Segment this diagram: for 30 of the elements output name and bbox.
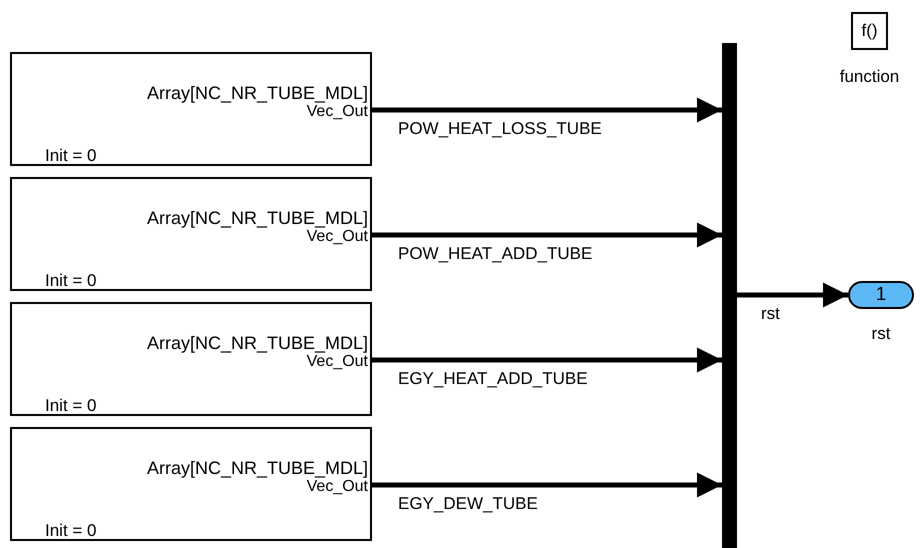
port-label: Vec_Out bbox=[306, 104, 368, 120]
subsystem-block bbox=[10, 302, 372, 416]
parameter-label: Init = 0 bbox=[45, 397, 97, 414]
signal-arrow bbox=[372, 98, 722, 122]
parameter-label: Init = 0 bbox=[45, 272, 97, 289]
signal-arrow bbox=[372, 348, 722, 372]
subsystem-block bbox=[10, 177, 372, 291]
edge-label: POW_HEAT_LOSS_TUBE bbox=[398, 120, 602, 137]
block-label: Array[NC_NR_TUBE_MDL] bbox=[146, 334, 368, 352]
port-label: Vec_Out bbox=[306, 354, 368, 370]
edge-label: POW_HEAT_ADD_TUBE bbox=[398, 245, 592, 262]
bus-bar bbox=[722, 43, 737, 548]
function-block: f() bbox=[851, 12, 888, 50]
parameter-label: Init = 0 bbox=[45, 147, 97, 164]
block-label: Array[NC_NR_TUBE_MDL] bbox=[146, 84, 368, 102]
subsystem-block bbox=[10, 427, 372, 541]
signal-arrow bbox=[372, 222, 722, 248]
edge-label: EGY_HEAT_ADD_TUBE bbox=[398, 370, 588, 387]
outport-block: 1 bbox=[848, 281, 914, 309]
edge-label: EGY_DEW_TUBE bbox=[398, 495, 538, 512]
block-label: Array[NC_NR_TUBE_MDL] bbox=[146, 209, 368, 227]
block-name: rst bbox=[870, 323, 892, 345]
block-label: Array[NC_NR_TUBE_MDL] bbox=[146, 459, 368, 477]
port-label: Vec_Out bbox=[306, 479, 368, 495]
block-name: function bbox=[838, 66, 900, 88]
port-label: Vec_Out bbox=[306, 229, 368, 245]
edge-label: rst bbox=[761, 305, 780, 322]
signal-arrow bbox=[737, 282, 848, 308]
parameter-label: Init = 0 bbox=[45, 522, 97, 539]
subsystem-block bbox=[10, 52, 372, 166]
